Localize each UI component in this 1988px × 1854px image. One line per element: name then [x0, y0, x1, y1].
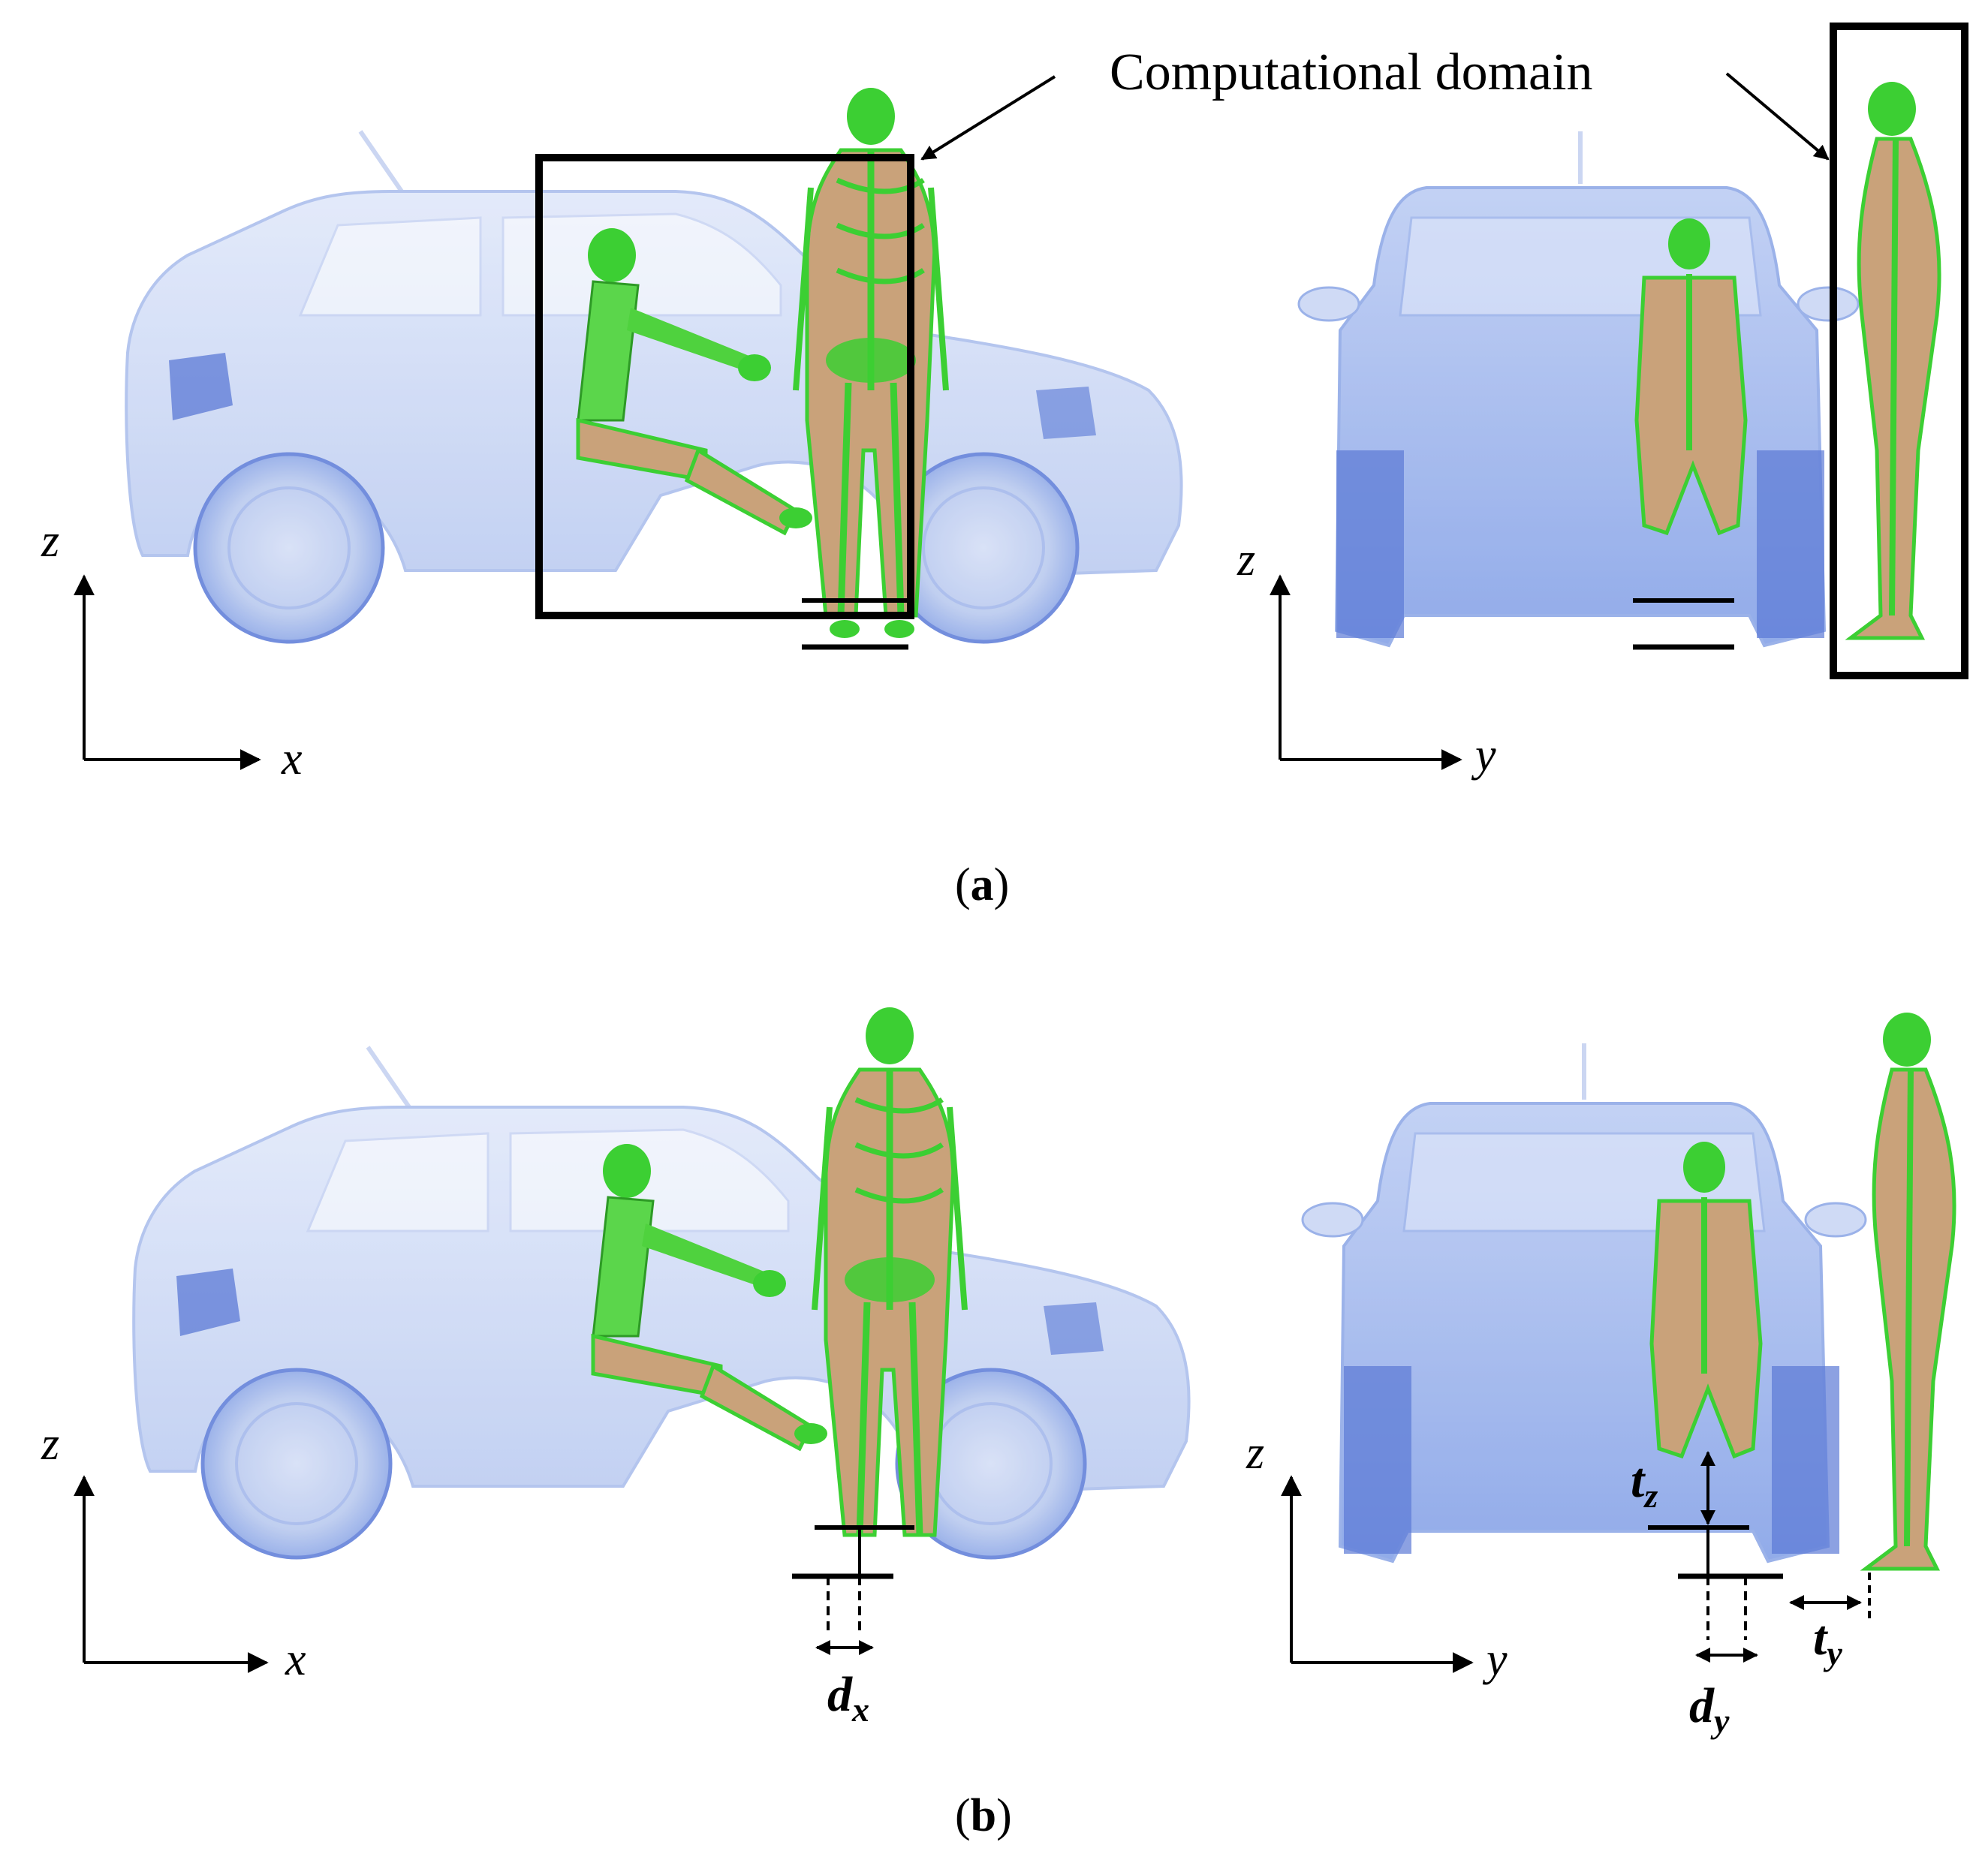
axis-label-y: y	[1486, 1634, 1508, 1685]
panel-a-side-view	[74, 75, 1183, 770]
domain-pointer-arrow-left	[920, 75, 1056, 161]
seated-human-rear	[1649, 1142, 1763, 1459]
panel-b-rear-view	[1281, 1013, 1956, 1673]
seated-human-skeleton	[591, 1144, 827, 1452]
standing-human-skeleton	[812, 1007, 968, 1537]
standing-human-profile	[1845, 82, 1941, 640]
panel-a-rear-view	[1270, 23, 1968, 770]
computational-domain-frame-side	[535, 154, 914, 619]
axis-label-x: x	[282, 733, 303, 784]
computational-domain-label: Computational domain	[1110, 44, 1593, 101]
panel-caption-a: (a)	[955, 859, 1010, 910]
axis-label-z: z	[41, 1419, 60, 1470]
axis-label-z: z	[41, 516, 60, 567]
car-side-illustration	[132, 1046, 1191, 1560]
dimension-label-tz: tz	[1631, 1453, 1658, 1515]
axis-label-z: z	[1246, 1428, 1265, 1479]
car-rear-illustration	[1297, 131, 1860, 648]
dimension-label-dx: dx	[827, 1667, 869, 1729]
standing-human-skeleton	[793, 88, 949, 638]
axis-label-z: z	[1237, 534, 1256, 585]
dimension-label-ty: ty	[1813, 1611, 1842, 1672]
seated-human-rear	[1634, 218, 1748, 536]
axis-label-y: y	[1475, 730, 1496, 781]
axis-label-x: x	[285, 1634, 306, 1685]
dimension-label-dy: dy	[1689, 1678, 1730, 1740]
seated-human-skeleton	[576, 228, 812, 536]
car-rear-illustration	[1301, 1043, 1867, 1564]
standing-human-profile	[1860, 1013, 1956, 1571]
panel-b-side-view	[74, 1007, 1191, 1673]
panel-caption-b: (b)	[955, 1790, 1012, 1841]
computational-domain-frame-rear	[1830, 23, 1968, 679]
car-side-illustration	[125, 130, 1183, 644]
domain-pointer-arrow-right	[1725, 72, 1830, 161]
